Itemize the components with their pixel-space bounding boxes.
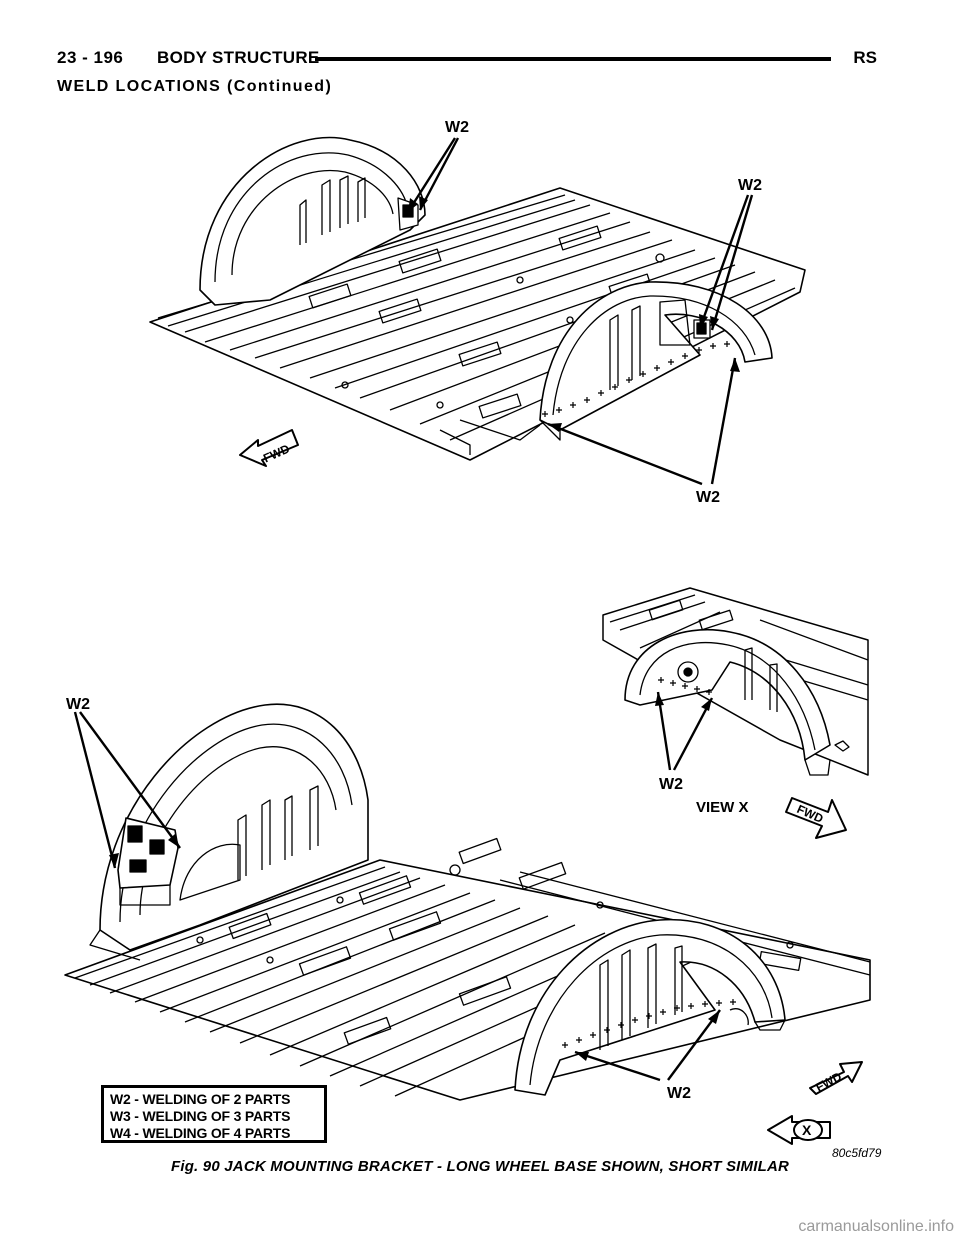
w2-callout: W2 [696,489,720,506]
w2-callout: W2 [667,1085,691,1102]
bottom-weld-marks [562,999,736,1048]
bottom-fwd-arrow [809,1061,863,1095]
view-x-label: VIEW X [696,799,749,816]
watermark: carmanualsonline.info [798,1218,954,1235]
legend-item: W4 - WELDING OF 4 PARTS [110,1125,291,1141]
bottom-left-wheelhouse [89,703,369,961]
w2-callout: W2 [738,177,762,194]
bottom-leader-lines [73,711,721,1082]
top-weld-marks [542,341,730,417]
view-x-leader-lines [656,691,714,771]
view-x-inset [602,587,869,776]
page-header: 23 - 196 BODY STRUCTURE RS [57,48,877,72]
view-x-arrowheads [655,692,712,711]
figure-id: 80c5fd79 [832,1146,882,1160]
w2-callout: W2 [445,119,469,136]
bottom-right-wheelhouse [514,918,786,1096]
top-arrowheads [408,196,740,432]
legend-item: W2 - WELDING OF 2 PARTS [110,1091,291,1107]
page-number: 23 - 196 [57,48,124,67]
section-title: BODY STRUCTURE [157,48,320,67]
bottom-arrowheads [109,834,720,1061]
top-leader-lines [406,137,754,486]
section-code: RS [853,48,877,67]
figure-caption: Fig. 90 JACK MOUNTING BRACKET - LONG WHE… [170,1158,790,1175]
legend-item: W3 - WELDING OF 3 PARTS [110,1108,291,1124]
subheader: WELD LOCATIONS (Continued) [57,78,333,95]
weld-legend: W2 - WELDING OF 2 PARTS W3 - WELDING OF … [101,1085,327,1143]
header-rule [315,57,831,61]
w2-callout: W2 [66,696,90,713]
view-x-fwd-arrow [785,797,847,839]
top-floor-pan [149,187,806,461]
x-marker-label: X [802,1122,812,1138]
top-fwd-arrow [239,429,299,467]
view-x-locator [767,1115,831,1145]
w2-callout: W2 [659,776,683,793]
